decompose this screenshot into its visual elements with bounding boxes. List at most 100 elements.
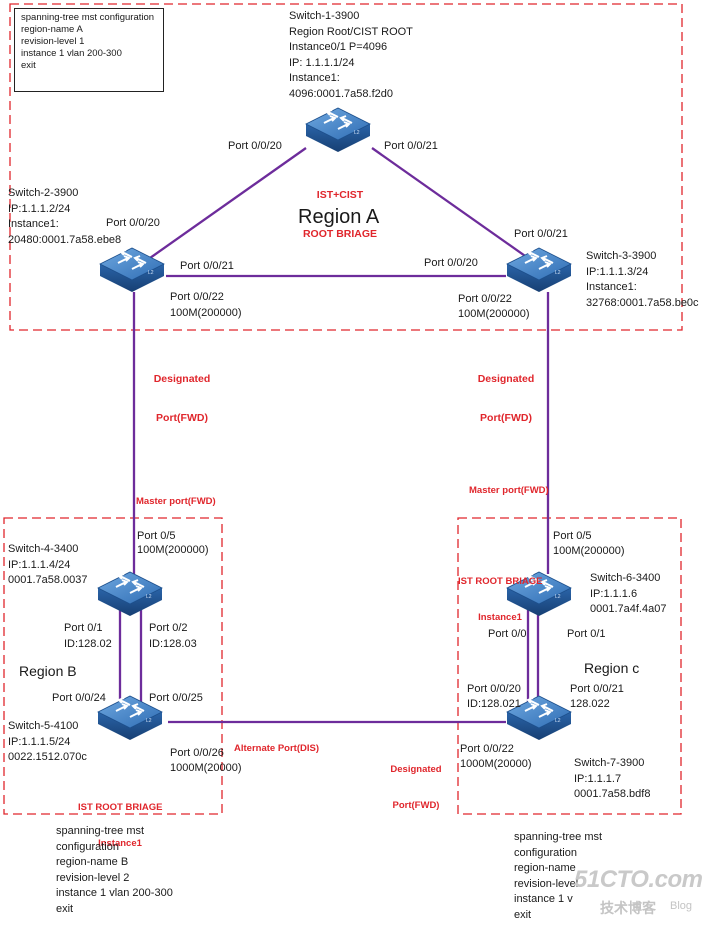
config-line: instance 1 v [514,893,573,905]
port-label: Port 0/0/24 [52,692,106,704]
role-line: Port(FWD) [480,412,532,424]
alternate-port-label: Alternate Port(DIS) [234,743,319,754]
port-label: Port 0/0/22 [458,293,512,305]
switch-instance: Instance1: [289,72,340,84]
port-id: 128.022 [570,698,610,710]
switch-bridge-id: 0001.7a4f.4a07 [590,603,667,615]
switch-6-info: Switch-6-3400 IP:1.1.1.6 0001.7a4f.4a07 [590,571,666,618]
ist-cist-root-label: IST+CIST ROOT BRIAGE [300,163,380,254]
switch-name: Switch-2-3900 [8,187,79,199]
config-region-b: spanning-tree mst configuration region-n… [56,824,173,917]
port-label: Port 0/0/21 [514,228,568,240]
config-line: spanning-tree mst configuration [21,12,155,23]
role-line: ROOT BRIAGE [302,228,378,240]
port-cost: 100M(200000) [137,544,209,556]
switch-name: Switch-5-4100 [8,720,79,732]
switch-ip: IP: 1.1.1.1/24 [289,56,355,69]
switch-ip: IP:1.1.1.3/24 [586,265,649,278]
config-line: exit [56,902,74,915]
port-label: Port 0/5 [553,530,592,542]
config-line: configuration [56,840,119,853]
port-label: Port 0/0/20 [228,140,282,152]
port-label: Port 0/0/26 [170,747,224,759]
switch-bridge-id: 0022.1512.070c [8,751,87,763]
switch-5-info: Switch-5-4100 IP:1.1.1.5/24 0022.1512.07… [8,719,87,766]
port-label: Port 0/5 [137,530,176,542]
port-cost: 100M(200000) [170,307,242,319]
role-line: Designated [477,373,535,385]
region-b-label: Region B [19,663,77,679]
ist-root-bridge-b: IST ROOT BRIAGE Instance1 [78,778,162,862]
port-label: Port 0/0 [488,628,527,640]
port-cost: 100M(200000) [553,545,625,557]
switch-4-info: Switch-4-3400 IP:1.1.1.4/24 0001.7a58.00… [8,542,88,589]
port-label: Port 0/0/20 [424,257,478,269]
switch-7-info: Switch-7-3900 IP:1.1.1.7 0001.7a58.bdf8 [574,756,650,803]
switch-name: Switch-7-3900 [574,757,645,769]
config-line: exit [21,60,36,71]
switch-name: Switch-1-3900 [289,10,360,22]
port-id: ID:128.03 [149,638,197,650]
role-line: IST ROOT BRIAGE [78,802,163,813]
config-line: revision-level 2 [56,871,130,884]
role-line: Port(FWD) [392,800,440,811]
switch-name: Switch-6-3400 [590,572,661,584]
switch-3-icon [506,247,572,293]
port-label: Port 0/1 [64,622,103,634]
switch-1-info: Switch-1-3900 Region Root/CIST ROOT Inst… [289,9,413,102]
region-b-border [3,517,223,815]
switch-name: Switch-3-3900 [586,250,657,262]
switch-ip: IP:1.1.1.4/24 [8,558,71,571]
config-line: exit [514,908,532,921]
switch-priority: Instance0/1 P=4096 [289,41,388,53]
switch-3-info: Switch-3-3900 IP:1.1.1.3/24 Instance1: 3… [586,249,699,311]
region-c-border [457,517,682,815]
switch-bridge-id: 4096:0001.7a58.f2d0 [289,87,393,100]
role-line: Instance1 [478,612,522,623]
switch-bridge-id: 0001.7a58.0037 [8,574,88,586]
switch-ip: IP:1.1.1.5/24 [8,735,71,748]
config-line: revision-level [514,877,579,890]
designated-port-right: Designated Port(FWD) [472,347,540,438]
config-region-c: spanning-tree mst configuration region-n… [514,830,602,923]
watermark-cn: 技术博客 [600,901,656,917]
config-line: region-name [514,862,576,874]
switch-bridge-id: 32768:0001.7a58.be0c [586,296,699,309]
port-cost: 100M(200000) [458,308,530,320]
switch-1-icon [305,107,371,153]
switch-instance: Instance1: [8,218,59,230]
role-line: Designated [153,373,211,385]
port-id: ID:128.021 [467,698,521,710]
port-cost: 1000M(20000) [460,758,532,770]
switch-ip: IP:1.1.1.6 [590,587,638,600]
port-label: Port 0/0/22 [170,291,224,303]
port-label: Port 0/1 [567,628,606,640]
ist-root-bridge-c: IST ROOT BRIAGE Instance1 [458,552,542,636]
designated-port-left: Designated Port(FWD) [148,347,216,438]
master-port-right: Master port(FWD) [469,485,549,496]
role-line: Instance1 [98,838,142,849]
region-a-border [9,3,683,331]
role-line: Port(FWD) [156,412,208,424]
switch-bridge-id: 20480:0001.7a58.ebe8 [8,233,122,246]
port-label: Port 0/0/20 [467,683,521,695]
link-sw1-sw2 [149,147,307,259]
switch-ip: IP:1.1.1.2/24 [8,202,71,215]
port-label: Port 0/0/21 [570,683,624,695]
port-label: Port 0/0/22 [460,743,514,755]
designated-port-bottom: Designated Port(FWD) [388,740,444,824]
config-line: region-name B [56,856,129,868]
switch-role: Region Root/CIST ROOT [289,25,413,38]
port-label: Port 0/0/21 [180,260,234,272]
switch-instance: Instance1: [586,281,637,293]
switch-bridge-id: 0001.7a58.bdf8 [574,788,651,800]
config-line: configuration [514,846,577,859]
port-label: Port 0/0/21 [384,140,438,152]
switch-name: Switch-4-3400 [8,543,79,555]
watermark-logo: 51CTO.com [574,866,703,893]
config-box-region-a: spanning-tree mst configuration region-n… [14,8,164,92]
port-label: Port 0/2 [149,622,188,634]
region-a-label: Region A [298,206,380,228]
switch-4-icon [97,571,163,617]
config-line: instance 1 vlan 200-300 [56,887,173,899]
